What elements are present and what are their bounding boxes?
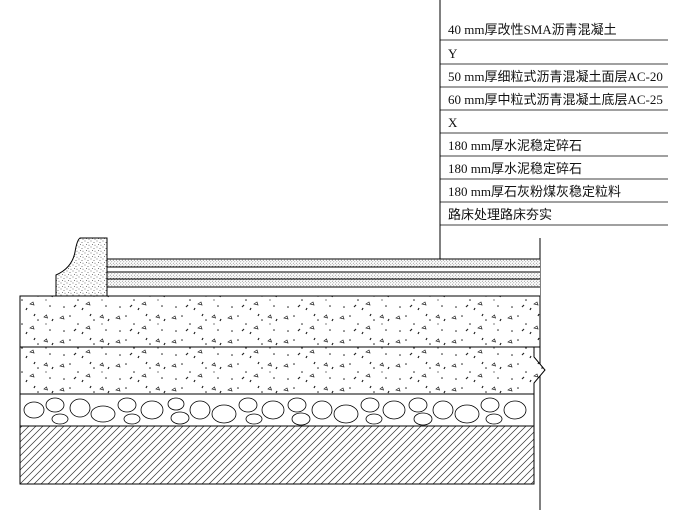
legend-row-3: 50 mm厚细粒式沥青混凝土面层AC-20 xyxy=(440,69,668,88)
legend-label: Y xyxy=(448,46,458,61)
legend-label: 路床处理路床夯实 xyxy=(448,207,552,222)
legend-label: 180 mm厚水泥稳定碎石 xyxy=(448,161,582,176)
legend-label: X xyxy=(448,115,458,130)
legend-row-2: Y xyxy=(440,46,668,65)
layer-ac20 xyxy=(107,272,540,279)
legend-row-5: X xyxy=(440,115,668,134)
layer-cement-stabilized-gravel-1 xyxy=(19,295,541,348)
layer-y xyxy=(107,267,540,272)
layer-ac25 xyxy=(107,279,540,287)
legend-row-4: 60 mm厚中粒式沥青混凝土底层AC-25 xyxy=(440,92,668,111)
base-layers xyxy=(19,295,546,485)
layer-subgrade xyxy=(19,425,535,485)
layer-sma xyxy=(107,259,540,267)
surface-layers xyxy=(107,258,540,296)
legend-row-9: 路床处理路床夯实 xyxy=(440,207,668,226)
legend-row-8: 180 mm厚石灰粉煤灰稳定粒料 xyxy=(440,184,668,203)
legend-label: 50 mm厚细粒式沥青混凝土面层AC-20 xyxy=(448,69,663,84)
legend-table: 40 mm厚改性SMA沥青混凝土 Y 50 mm厚细粒式沥青混凝土面层AC-20… xyxy=(439,0,668,460)
legend-label: 40 mm厚改性SMA沥青混凝土 xyxy=(448,22,617,37)
legend-row-6: 180 mm厚水泥稳定碎石 xyxy=(440,138,668,157)
legend-label: 180 mm厚水泥稳定碎石 xyxy=(448,138,582,153)
legend-row-1: 40 mm厚改性SMA沥青混凝土 xyxy=(440,22,668,41)
layer-lime-flyash-stabilized xyxy=(19,393,535,427)
curb-stone xyxy=(55,237,108,313)
cobble-stones xyxy=(23,397,527,426)
legend-row-7: 180 mm厚水泥稳定碎石 xyxy=(440,161,668,180)
layer-x xyxy=(107,287,540,296)
legend-label: 180 mm厚石灰粉煤灰稳定粒料 xyxy=(448,184,621,199)
layer-cement-stabilized-gravel-2 xyxy=(19,346,546,395)
legend-label: 60 mm厚中粒式沥青混凝土底层AC-25 xyxy=(448,92,663,107)
